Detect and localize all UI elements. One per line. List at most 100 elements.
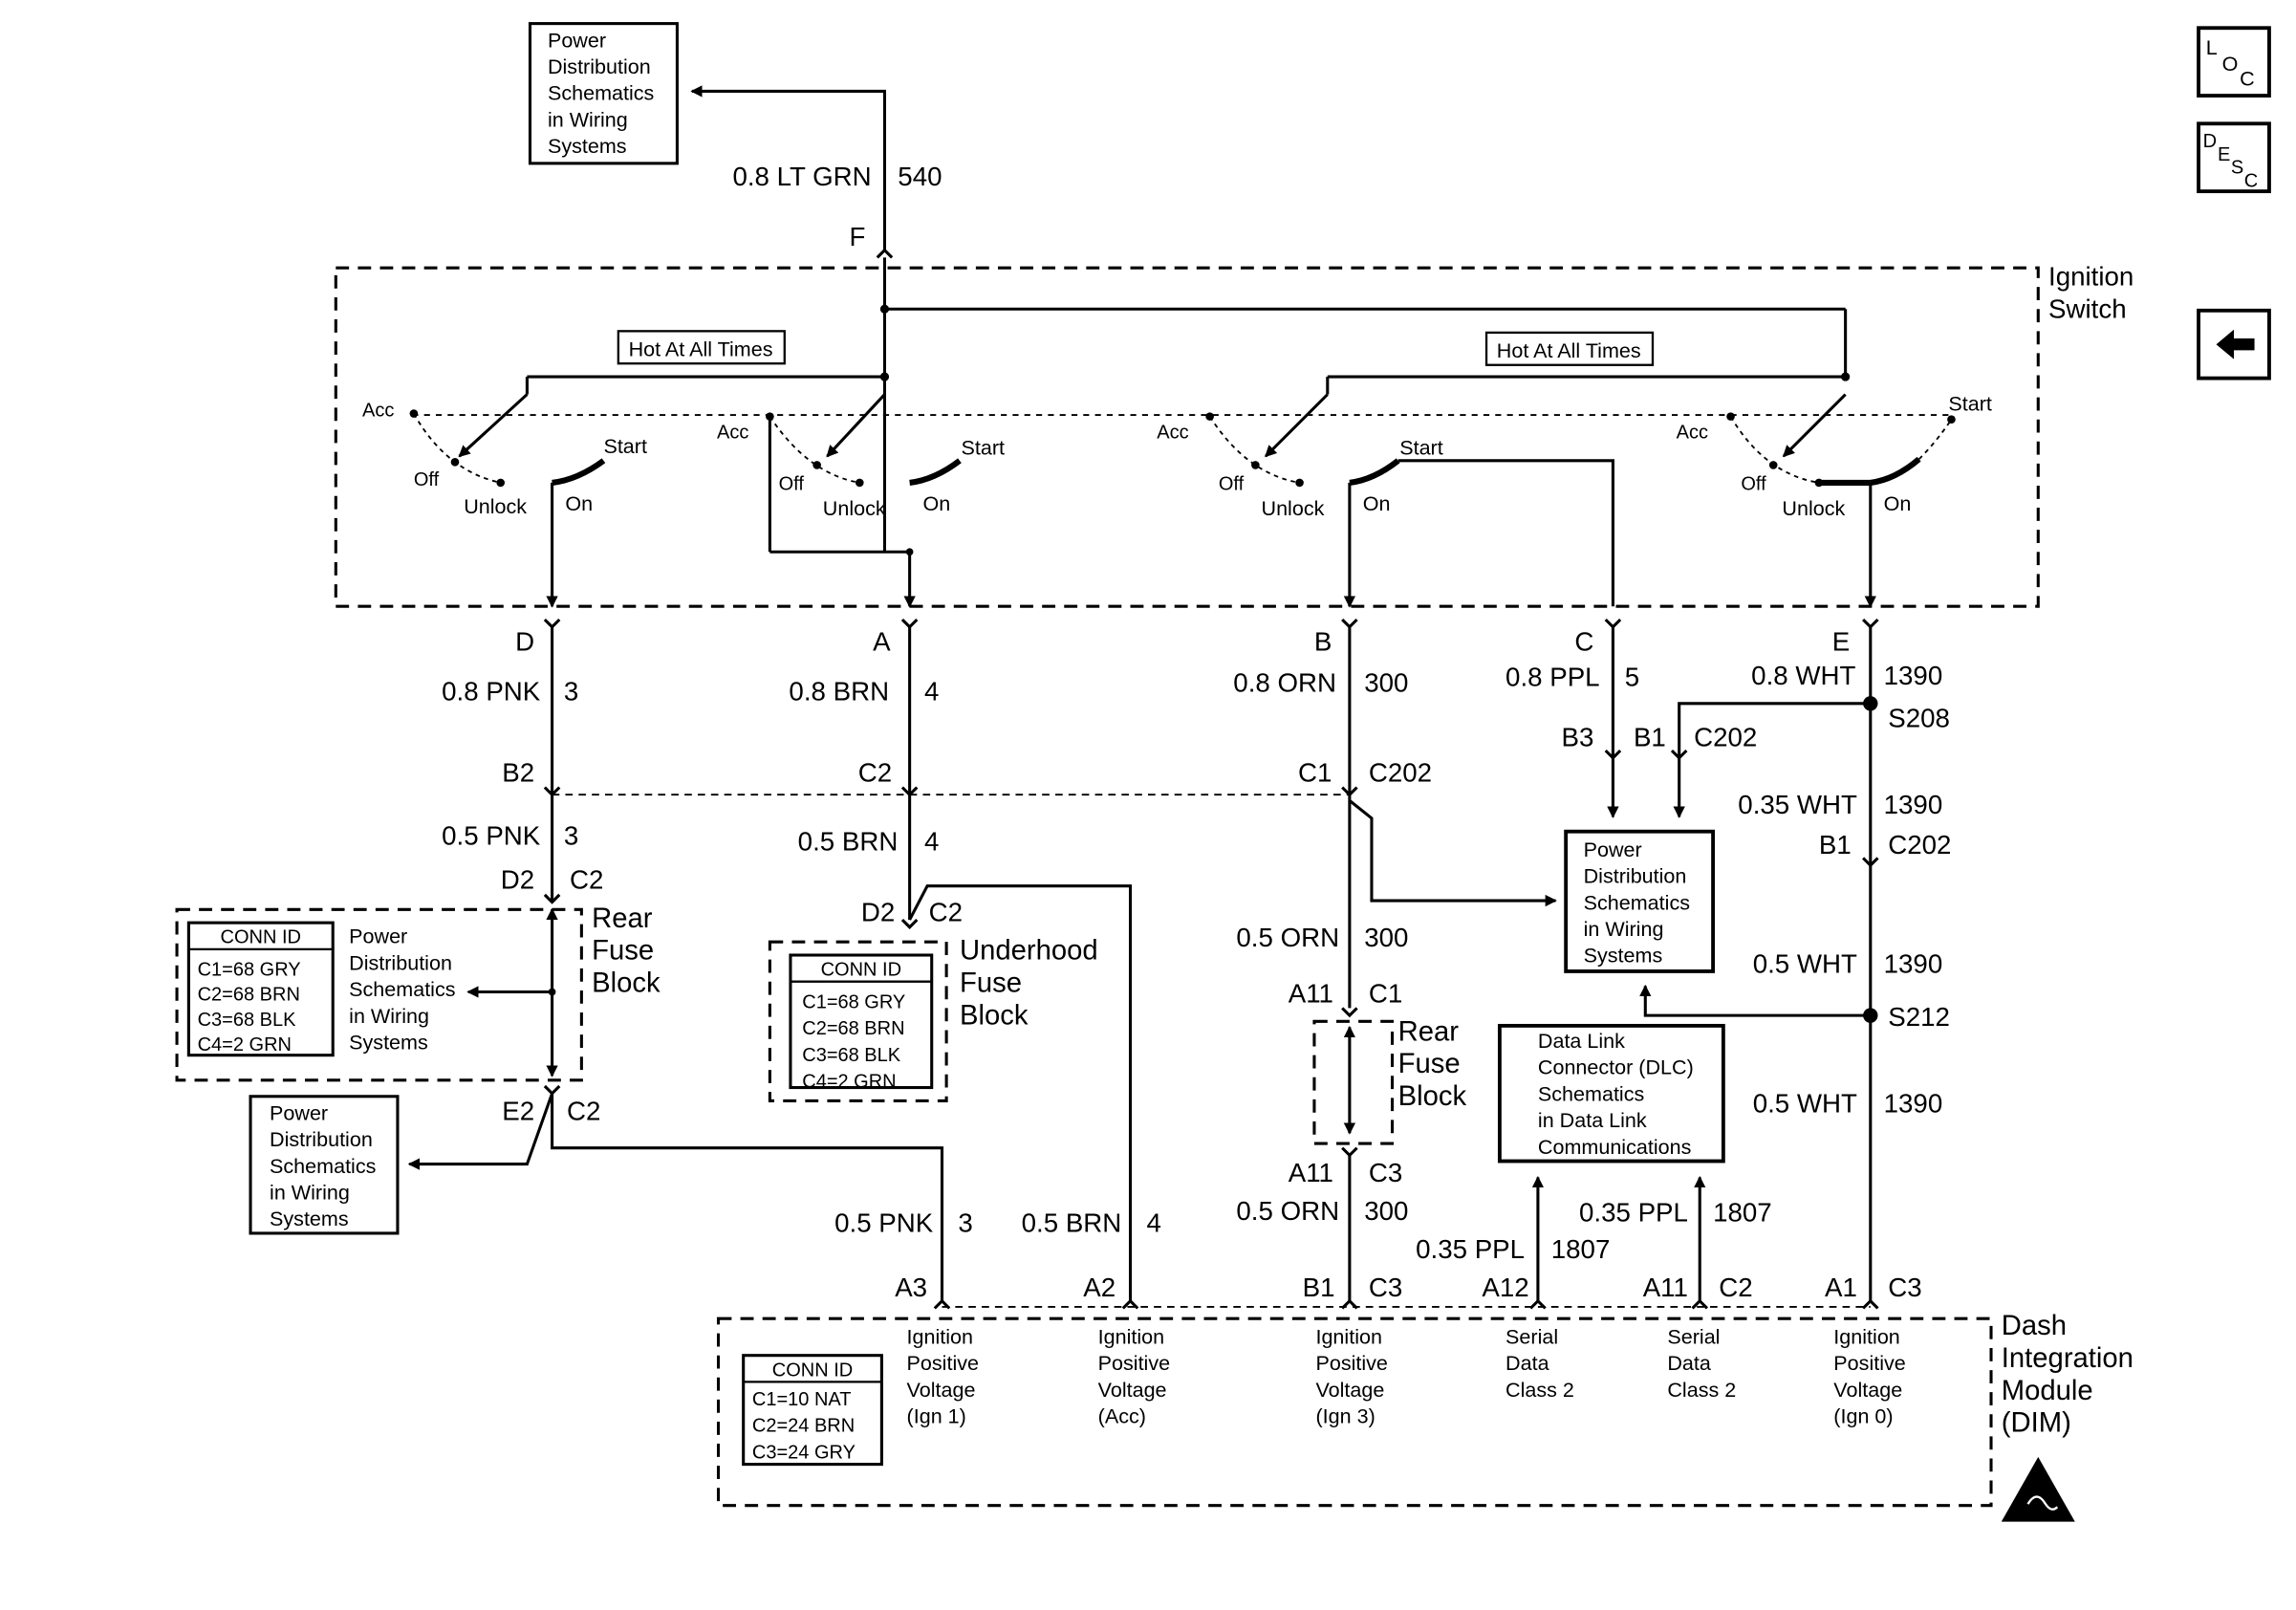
component-title: Fuse: [592, 936, 654, 967]
dim-pin-description: Voltage: [1098, 1378, 1167, 1402]
wire-color: 0.8 LT GRN: [732, 162, 871, 191]
splice-dot: [879, 372, 890, 381]
conn-id-table: [742, 1354, 883, 1467]
conn-id-row: C3=68 BLK: [198, 1010, 297, 1031]
ref-text: Power: [270, 1100, 328, 1124]
circuit-number: 1390: [1884, 948, 1943, 978]
power-distribution-ref-box: [1564, 829, 1716, 973]
ref-text: Schematics: [349, 977, 455, 1001]
pin-label: D2: [861, 898, 895, 927]
connector-symbol: [1604, 618, 1622, 629]
wire-segment: [1673, 702, 1871, 818]
dim-outline: [716, 1316, 1993, 1508]
pin-label: C1: [1298, 757, 1332, 787]
switch-terminal: [409, 409, 419, 418]
pin-label: B3: [1562, 722, 1594, 751]
switch-wiper: [1782, 393, 1847, 458]
switch-position-label: On: [1363, 491, 1391, 515]
connector-symbol: [900, 918, 919, 929]
conn-id-row: C3=24 GRY: [752, 1442, 856, 1463]
splice-dot: [879, 304, 890, 314]
ignition-switch-outline: [334, 266, 2040, 608]
connector-label: C202: [1888, 830, 1951, 859]
conn-id-header: CONN ID: [221, 927, 301, 948]
connector-label: C3: [1369, 1158, 1402, 1187]
switch-position-label: Off: [1741, 474, 1766, 495]
component-title: Switch: [2048, 294, 2127, 323]
ref-text: Connector (DLC): [1538, 1055, 1694, 1079]
pin-label: D2: [501, 865, 534, 895]
feed-wire: [690, 85, 887, 250]
connector-symbol: [1604, 749, 1622, 760]
conn-id-row: C1=68 GRY: [802, 991, 905, 1012]
wire-color: 0.5 BRN: [798, 827, 899, 857]
hot-at-all-times-box: [617, 330, 786, 365]
switch-position-label: Acc: [1157, 423, 1188, 444]
pin-label: C: [1574, 626, 1593, 656]
component-title: Underhood: [960, 936, 1098, 967]
rear-fuse-block-outline: [175, 907, 583, 1082]
connector-label: C2: [1719, 1273, 1752, 1302]
desc-letter: E: [2218, 144, 2230, 165]
ref-text: Distribution: [270, 1127, 373, 1151]
loc-letter: C: [2240, 66, 2255, 90]
switch-wiper: [1265, 393, 1329, 458]
pin-label: A11: [1289, 1158, 1333, 1187]
pin-label: D: [515, 626, 534, 656]
back-button: [2197, 308, 2271, 381]
wire-color: 0.5 ORN: [1236, 923, 1339, 952]
pin-label: A3: [895, 1273, 927, 1302]
dim-pin-description: Positive: [907, 1351, 979, 1375]
esd-hand-icon: [2026, 1495, 2059, 1511]
loc-button: [2197, 26, 2271, 98]
connector-symbol: [543, 618, 561, 629]
connector-label: C1: [1369, 978, 1402, 1008]
switch-position-label: Acc: [717, 423, 748, 444]
circuit-number: 1807: [1713, 1198, 1772, 1228]
dlc-ref-box: [1497, 1023, 1725, 1164]
ref-text: in Wiring: [1584, 917, 1664, 941]
circuit-number: 5: [1625, 662, 1639, 691]
pin-label: B: [1314, 626, 1332, 656]
circuit-number: 300: [1364, 667, 1408, 697]
dim-pin-description: Ignition: [1315, 1324, 1381, 1348]
dim-pin-description: Ignition: [907, 1324, 973, 1348]
conn-id-row: C2=24 BRN: [752, 1416, 855, 1437]
loc-letter: L: [2206, 35, 2218, 59]
connector-symbol: [933, 1298, 951, 1310]
connector-label: C3: [1888, 1273, 1921, 1302]
circuit-number: 4: [924, 827, 939, 857]
conn-id-row: C2=68 BRN: [198, 985, 300, 1006]
conn-id-header: CONN ID: [821, 960, 901, 981]
conn-id-header: CONN ID: [772, 1360, 853, 1381]
esd-warning-icon: [2001, 1456, 2075, 1522]
dim-pin-description: Data: [1667, 1351, 1711, 1375]
wire-color: 0.5 PNK: [442, 821, 541, 851]
dim-pin-description: Class 2: [1667, 1378, 1736, 1402]
switch-terminal: [766, 412, 774, 421]
switch-position-label: Acc: [1677, 423, 1708, 444]
ref-text: Systems: [270, 1207, 349, 1230]
switch-contact: [552, 458, 606, 486]
wire-color: 0.8 PPL: [1505, 662, 1600, 691]
wire-color: 0.8 PNK: [442, 677, 541, 707]
wire-color: 0.5 WHT: [1753, 948, 1857, 978]
wire-color: 0.5 BRN: [1022, 1208, 1122, 1237]
switch-position-label: Start: [603, 434, 647, 458]
connector-label: C3: [1369, 1273, 1402, 1302]
connector-symbol: [1121, 1298, 1139, 1310]
dim-pin-description: Voltage: [1833, 1378, 1902, 1402]
dim-pin-description: Positive: [1315, 1351, 1387, 1375]
connector-symbol: [1341, 618, 1358, 629]
pin-label: B2: [502, 757, 534, 787]
pin-label: A11: [1289, 978, 1333, 1008]
switch-contact: [909, 458, 962, 486]
start-wire: [1397, 459, 1614, 607]
desc-letter: C: [2244, 170, 2258, 191]
ref-text: in Wiring: [270, 1181, 350, 1205]
switch-position-label: Off: [779, 474, 805, 495]
conn-id-row: C4=2 GRN: [802, 1072, 896, 1093]
switch-terminal: [1814, 478, 1824, 488]
component-title: Rear: [1398, 1016, 1460, 1047]
